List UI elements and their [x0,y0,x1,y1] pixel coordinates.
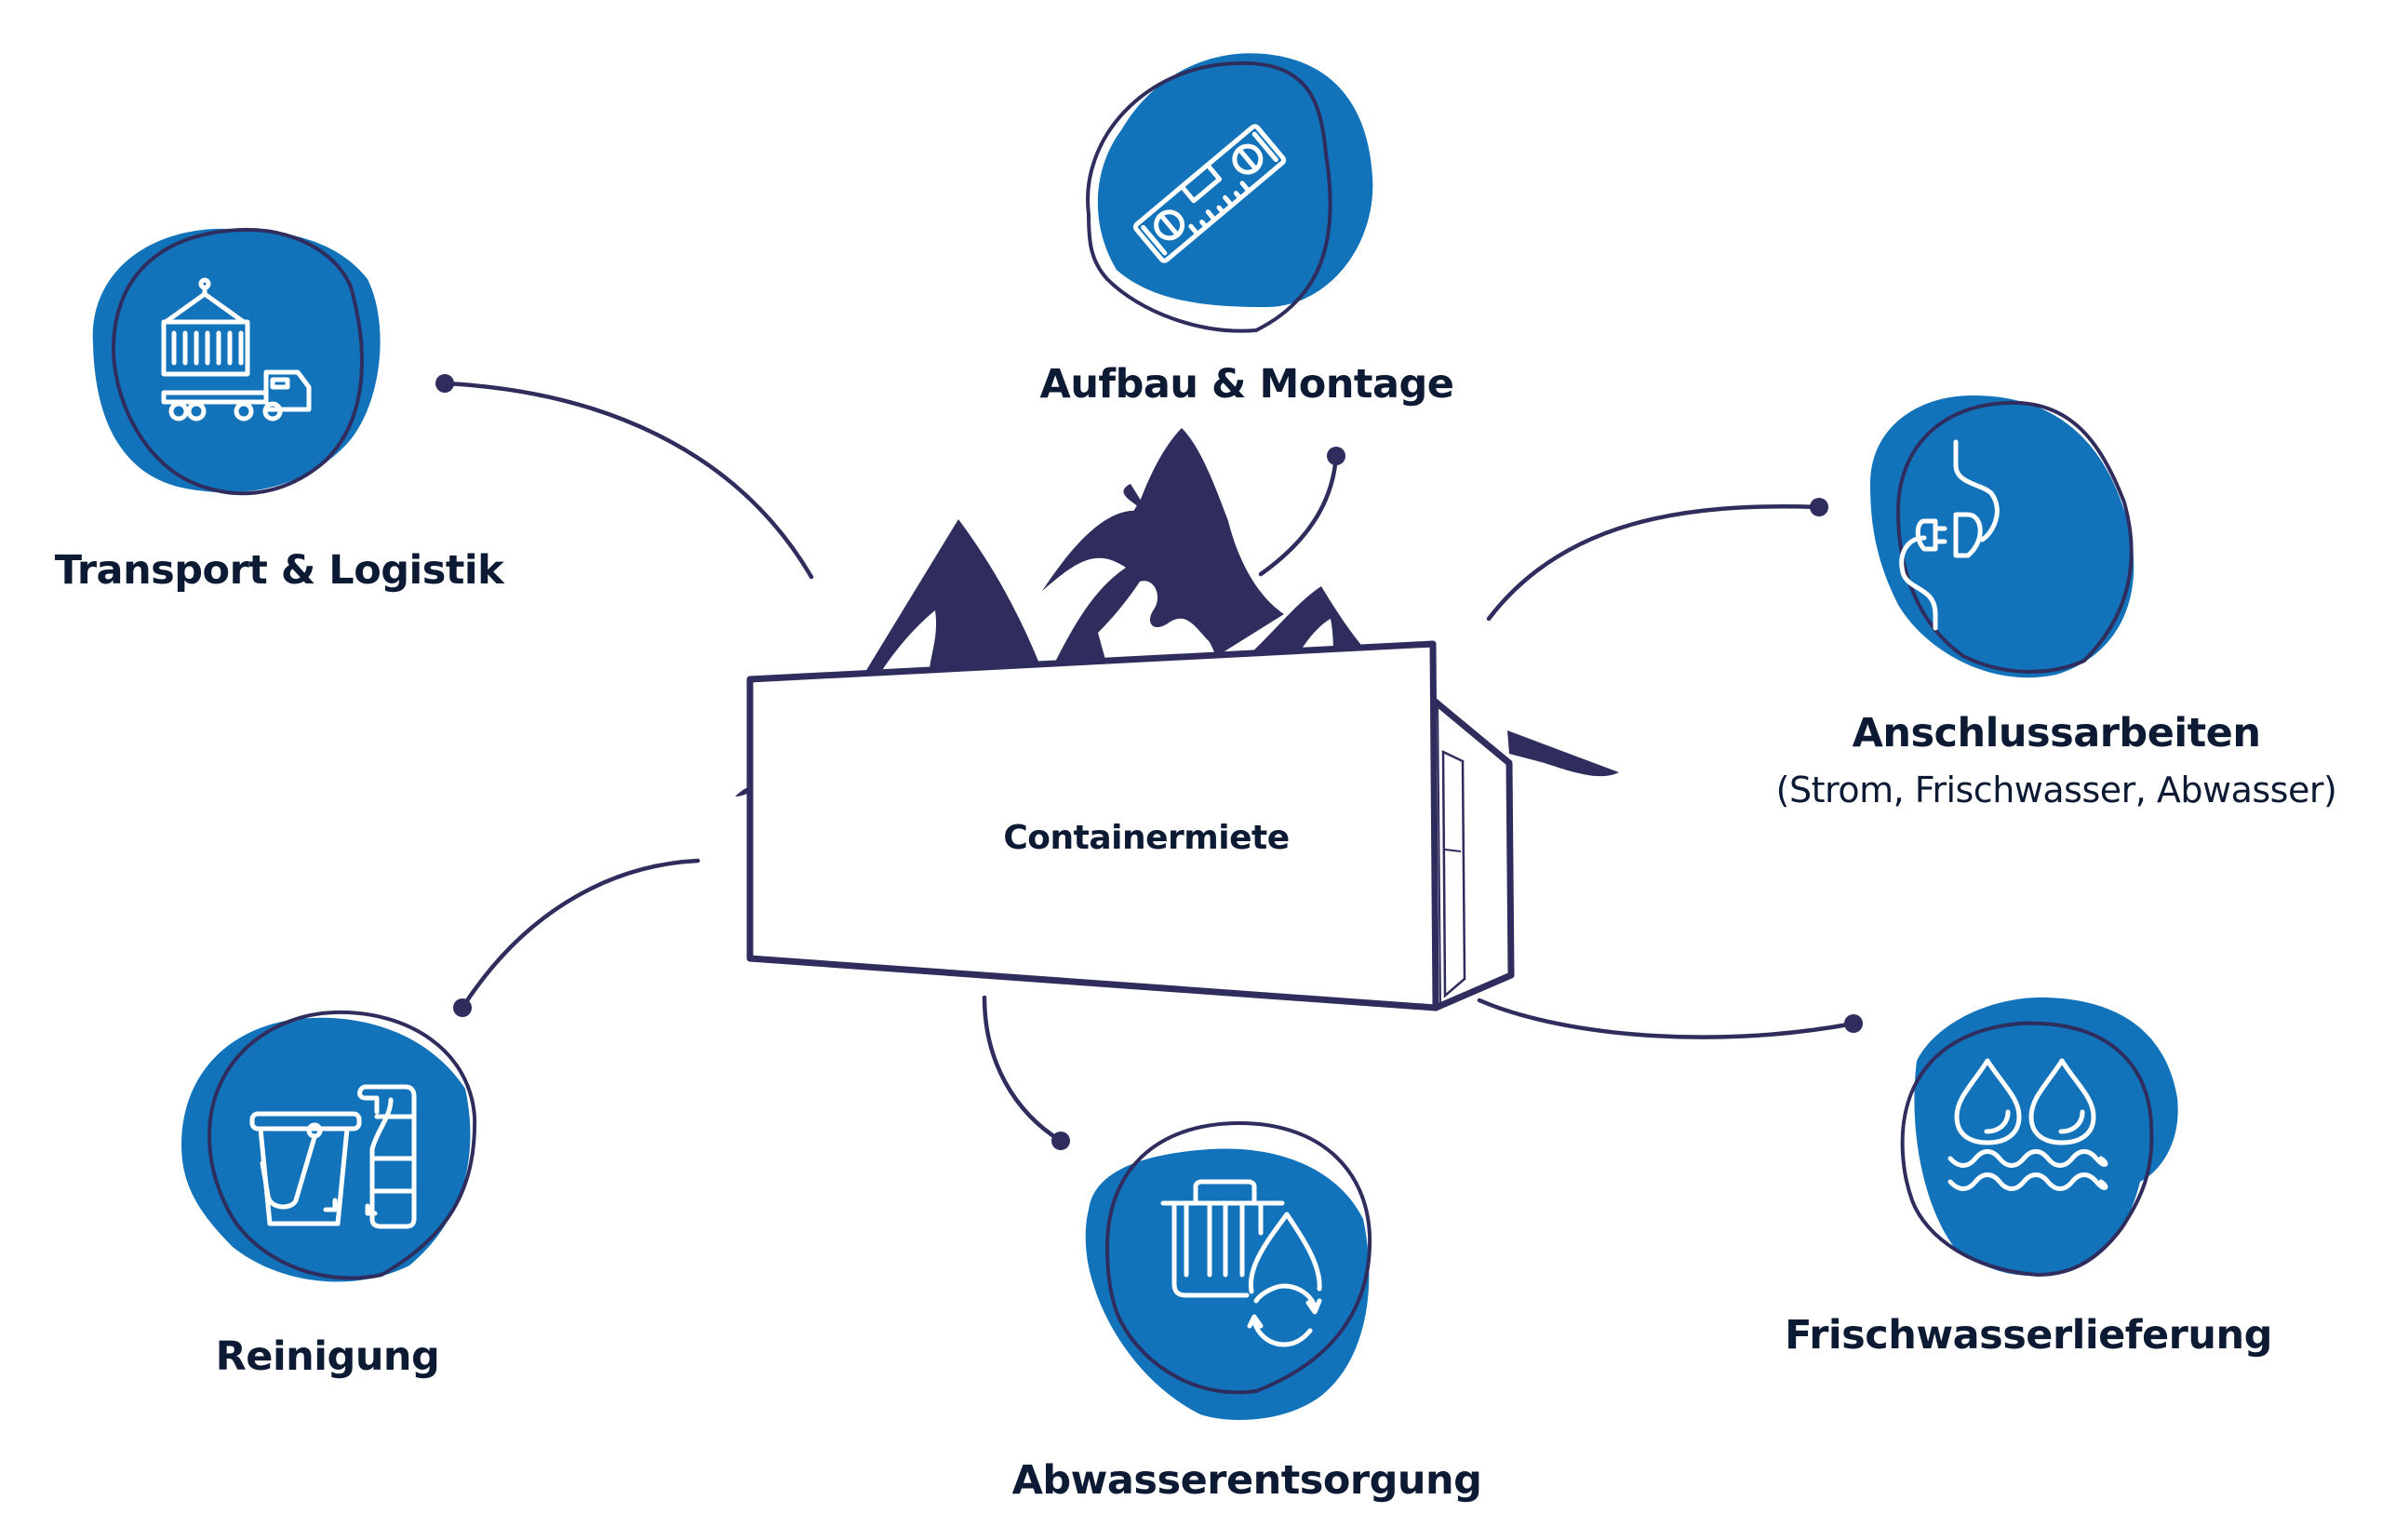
wastewater-recycle-icon [1160,1179,1322,1347]
connector-abwasser [982,995,1064,1144]
connector-frischwasser [1477,998,1856,1039]
label-aufbau: Aufbau & Montage [1039,361,1454,408]
blob-aufbau [1097,53,1373,307]
blob-outline-abwasser [1104,1120,1372,1395]
truck-container-icon [161,277,312,422]
service-anschluss[interactable] [1870,395,2134,678]
blob-frischwasser [1914,997,2178,1276]
blob-transport [92,228,381,493]
service-aufbau[interactable] [1086,53,1373,333]
connector-dot-abwasser [1051,1132,1070,1150]
container-illustration [735,428,1619,1011]
service-abwasser[interactable] [1085,1120,1372,1420]
blob-outline-transport [111,227,364,496]
label-abwasser: Abwasserentsorgung [1011,1457,1482,1504]
blob-outline-anschluss [1895,400,2134,674]
connector-reinigung [460,858,701,1011]
connector-dot-frischwasser [1844,1014,1863,1033]
connector-dots [435,374,1863,1150]
label-reinigung: Reinigung [215,1333,440,1380]
blob-outline-aufbau [1086,60,1332,333]
bucket-spray-icon [249,1084,417,1229]
center-label: Containermiete [1003,819,1290,857]
container-door [1441,750,1466,998]
connector-dot-aufbau [1327,447,1345,465]
blob-outline-frischwasser [1900,1021,2154,1278]
connectors [442,381,1856,1144]
plug-icon [1899,439,2000,631]
spirit-level-icon [1132,124,1287,263]
sublabel-anschluss: (Strom, Frischwasser, Abwasser) [1775,770,2337,810]
blob-anschluss [1870,395,2134,678]
container-front [746,640,1439,1011]
blob-outline-reinigung [207,1010,477,1280]
label-frischwasser: Frischwasserlieferung [1785,1312,2272,1359]
connector-dot-anschluss [1810,498,1828,516]
connector-dot-transport [435,374,454,393]
connector-anschluss [1486,504,1822,622]
water-drops-icon [1947,1058,2108,1191]
blob-reinigung [181,1017,471,1282]
service-reinigung[interactable] [181,1010,477,1282]
connector-aufbau [1258,453,1339,577]
service-transport[interactable] [92,227,381,496]
connector-dot-reinigung [453,998,472,1017]
label-anschluss: Anschlussarbeiten [1852,710,2261,757]
connector-transport [442,381,814,580]
blob-abwasser [1085,1148,1370,1420]
service-frischwasser[interactable] [1900,997,2178,1278]
label-transport: Transport & Logistik [54,547,504,594]
